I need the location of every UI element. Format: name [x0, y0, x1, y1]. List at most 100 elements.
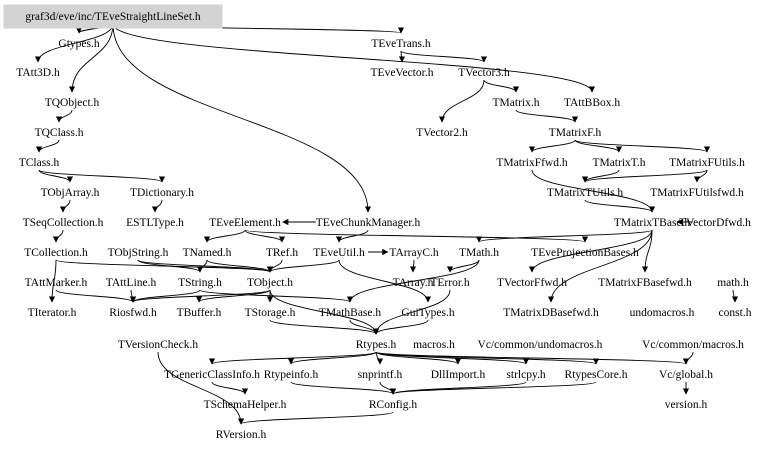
graph-node-estltype[interactable]: ESTLType.h — [126, 217, 184, 229]
node-label: TQObject.h — [45, 97, 100, 109]
graph-node-tmatrixt[interactable]: TMatrixT.h — [592, 157, 645, 169]
edge-tmatrixfutils-to-tmatrixfutilsfwd — [693, 169, 708, 183]
graph-node-tqobject[interactable]: TQObject.h — [45, 97, 100, 109]
graph-node-tmatrixtbase[interactable]: TMatrixTBase.h — [614, 217, 691, 229]
graph-node-rtypescore[interactable]: RtypesCore.h — [565, 369, 628, 381]
graph-node-root[interactable]: graf3d/eve/inc/TEveStraightLineSet.h — [3, 4, 223, 29]
edge-root-to-tevechunkmanager — [112, 23, 372, 213]
graph-node-vcmacros[interactable]: Vc/common/macros.h — [642, 339, 744, 351]
graph-node-tobjstring[interactable]: TObjString.h — [108, 247, 169, 259]
graph-node-rtypeinfo[interactable]: Rtypeinfo.h — [264, 369, 319, 381]
node-label: RtypesCore.h — [565, 369, 628, 381]
graph-node-teveutil[interactable]: TEveUtil.h — [313, 247, 365, 259]
graph-node-tobject[interactable]: TObject.h — [247, 277, 293, 289]
graph-node-tmatrixfbasefwd[interactable]: TMatrixFBasefwd.h — [598, 277, 692, 289]
graph-node-tmatrix[interactable]: TMatrix.h — [493, 97, 540, 109]
root-node-box — [3, 4, 223, 29]
edge-tobjarray-to-tseqcollection — [59, 199, 71, 213]
graph-node-vcglobal[interactable]: Vc/global.h — [659, 369, 713, 381]
graph-node-tmatrixfutilsfwd[interactable]: TMatrixFUtilsfwd.h — [650, 187, 744, 199]
graph-node-titerator[interactable]: TIterator.h — [28, 307, 77, 319]
graph-node-tmatrixtutils[interactable]: TMatrixTUtils.h — [547, 187, 624, 199]
graph-node-riosfwd[interactable]: Riosfwd.h — [109, 307, 157, 319]
edges-layer — [34, 23, 739, 425]
node-label: ESTLType.h — [126, 217, 184, 229]
graph-node-vcundomacros[interactable]: Vc/common/undomacros.h — [478, 339, 603, 351]
graph-node-rconfig[interactable]: RConfig.h — [369, 399, 417, 411]
graph-node-snprintf[interactable]: snprintf.h — [358, 369, 403, 381]
graph-node-rversion[interactable]: RVersion.h — [216, 429, 267, 441]
graph-node-gtypes[interactable]: Gtypes.h — [58, 38, 99, 50]
graph-node-tmathbase[interactable]: TMathBase.h — [319, 307, 382, 319]
graph-node-tclass[interactable]: TClass.h — [19, 157, 60, 169]
node-label: TEveProjectionBases.h — [531, 247, 639, 259]
graph-node-tqclass[interactable]: TQClass.h — [35, 127, 84, 139]
graph-node-tevechunkmanager[interactable]: TEveChunkManager.h — [316, 217, 421, 229]
graph-node-tvectorffwd[interactable]: TVectorFfwd.h — [497, 277, 567, 289]
graph-node-guitypes[interactable]: GuiTypes.h — [401, 307, 454, 319]
node-label: TArrayC.h — [389, 247, 438, 259]
edge-tobject-to-rtypes — [269, 289, 380, 335]
graph-node-tattmarker[interactable]: TAttMarker.h — [25, 277, 88, 289]
graph-node-tstorage[interactable]: TStorage.h — [245, 307, 296, 319]
graph-node-tversioncheck[interactable]: TVersionCheck.h — [118, 339, 198, 351]
graph-node-terror[interactable]: TError.h — [430, 277, 470, 289]
node-label: TVectorDfwd.h — [679, 217, 751, 229]
graph-node-rtypes[interactable]: Rtypes.h — [356, 339, 397, 351]
graph-node-tvectordfwd[interactable]: TVectorDfwd.h — [679, 217, 751, 229]
node-label: TQClass.h — [35, 127, 84, 139]
edge-rtypeinfo-to-rconfig — [290, 381, 397, 395]
graph-node-tmatrixffwd[interactable]: TMatrixFfwd.h — [496, 157, 567, 169]
graph-node-tref[interactable]: TRef.h — [266, 247, 299, 259]
graph-node-macros[interactable]: macros.h — [413, 339, 455, 351]
graph-node-consth[interactable]: const.h — [719, 307, 752, 319]
graph-node-teveelement[interactable]: TEveElement.h — [209, 217, 281, 229]
node-label: Gtypes.h — [58, 38, 99, 50]
node-label: snprintf.h — [358, 369, 403, 381]
graph-node-tmath[interactable]: TMath.h — [459, 247, 499, 259]
node-label: Vc/common/undomacros.h — [478, 339, 603, 351]
graph-node-tmatrixdbasefwd[interactable]: TMatrixDBasefwd.h — [503, 307, 599, 319]
graph-node-tevetrans[interactable]: TEveTrans.h — [371, 38, 431, 50]
graph-node-teveprojectionbases[interactable]: TEveProjectionBases.h — [531, 247, 639, 259]
edge-rtypes-to-strlcpy — [375, 351, 530, 365]
graph-node-mathh[interactable]: math.h — [717, 277, 749, 289]
graph-node-tvector3[interactable]: TVector3.h — [458, 67, 510, 79]
graph-node-tvector2[interactable]: TVector2.h — [416, 127, 468, 139]
edge-rtypes-to-snprintf — [375, 351, 384, 365]
graph-node-tatt3d[interactable]: TAtt3D.h — [16, 67, 60, 79]
edge-tgenericclassinfo-to-tschemahelper — [211, 381, 249, 395]
graph-node-strlcpy[interactable]: strlcpy.h — [506, 369, 545, 381]
edge-rconfig-to-rversion — [237, 411, 394, 425]
graph-node-tstring[interactable]: TString.h — [178, 277, 222, 289]
edge-snprintf-to-rconfig — [379, 381, 397, 395]
graph-node-tattbbox[interactable]: TAttBBox.h — [564, 97, 621, 109]
graph-node-dllimport[interactable]: DllImport.h — [431, 369, 486, 381]
graph-node-undomacros[interactable]: undomacros.h — [630, 307, 695, 319]
graph-node-tseqcollection[interactable]: TSeqCollection.h — [23, 217, 104, 229]
edge-tmatrixtbase-to-tvectorffwd — [528, 229, 653, 273]
edge-tmatrixtbase-to-tmath — [476, 229, 653, 243]
node-label: TArray.h — [393, 277, 434, 289]
graph-node-tarrayc[interactable]: TArrayC.h — [389, 247, 438, 259]
edge-rtypes-to-dllimport — [375, 351, 462, 365]
graph-node-tarray[interactable]: TArray.h — [393, 277, 434, 289]
node-label: TVectorFfwd.h — [497, 277, 567, 289]
graph-node-tmatrixfutils[interactable]: TMatrixFUtils.h — [669, 157, 745, 169]
graph-node-versionh[interactable]: version.h — [665, 399, 708, 411]
graph-node-tattline[interactable]: TAttLine.h — [106, 277, 157, 289]
node-label: TMatrixFUtils.h — [669, 157, 745, 169]
edge-root-to-tattbbox — [112, 23, 596, 93]
graph-node-tevevector[interactable]: TEveVector.h — [371, 67, 434, 79]
graph-node-tobjarray[interactable]: TObjArray.h — [41, 187, 100, 199]
graph-node-tbuffer[interactable]: TBuffer.h — [177, 307, 222, 319]
graph-node-tschemahelper[interactable]: TSchemaHelper.h — [204, 399, 287, 411]
graph-node-tnamed[interactable]: TNamed.h — [183, 247, 232, 259]
node-label: TAtt3D.h — [16, 67, 60, 79]
edge-tmath-to-tmathbase — [346, 259, 480, 303]
graph-node-tmatrixf[interactable]: TMatrixF.h — [549, 127, 602, 139]
graph-node-tcollection[interactable]: TCollection.h — [24, 247, 88, 259]
graph-node-tdictionary[interactable]: TDictionary.h — [130, 187, 194, 199]
graph-node-tgenericclassinfo[interactable]: TGenericClassInfo.h — [164, 369, 260, 381]
edge-tmatrixf-to-tmatrixfutils — [574, 139, 711, 153]
